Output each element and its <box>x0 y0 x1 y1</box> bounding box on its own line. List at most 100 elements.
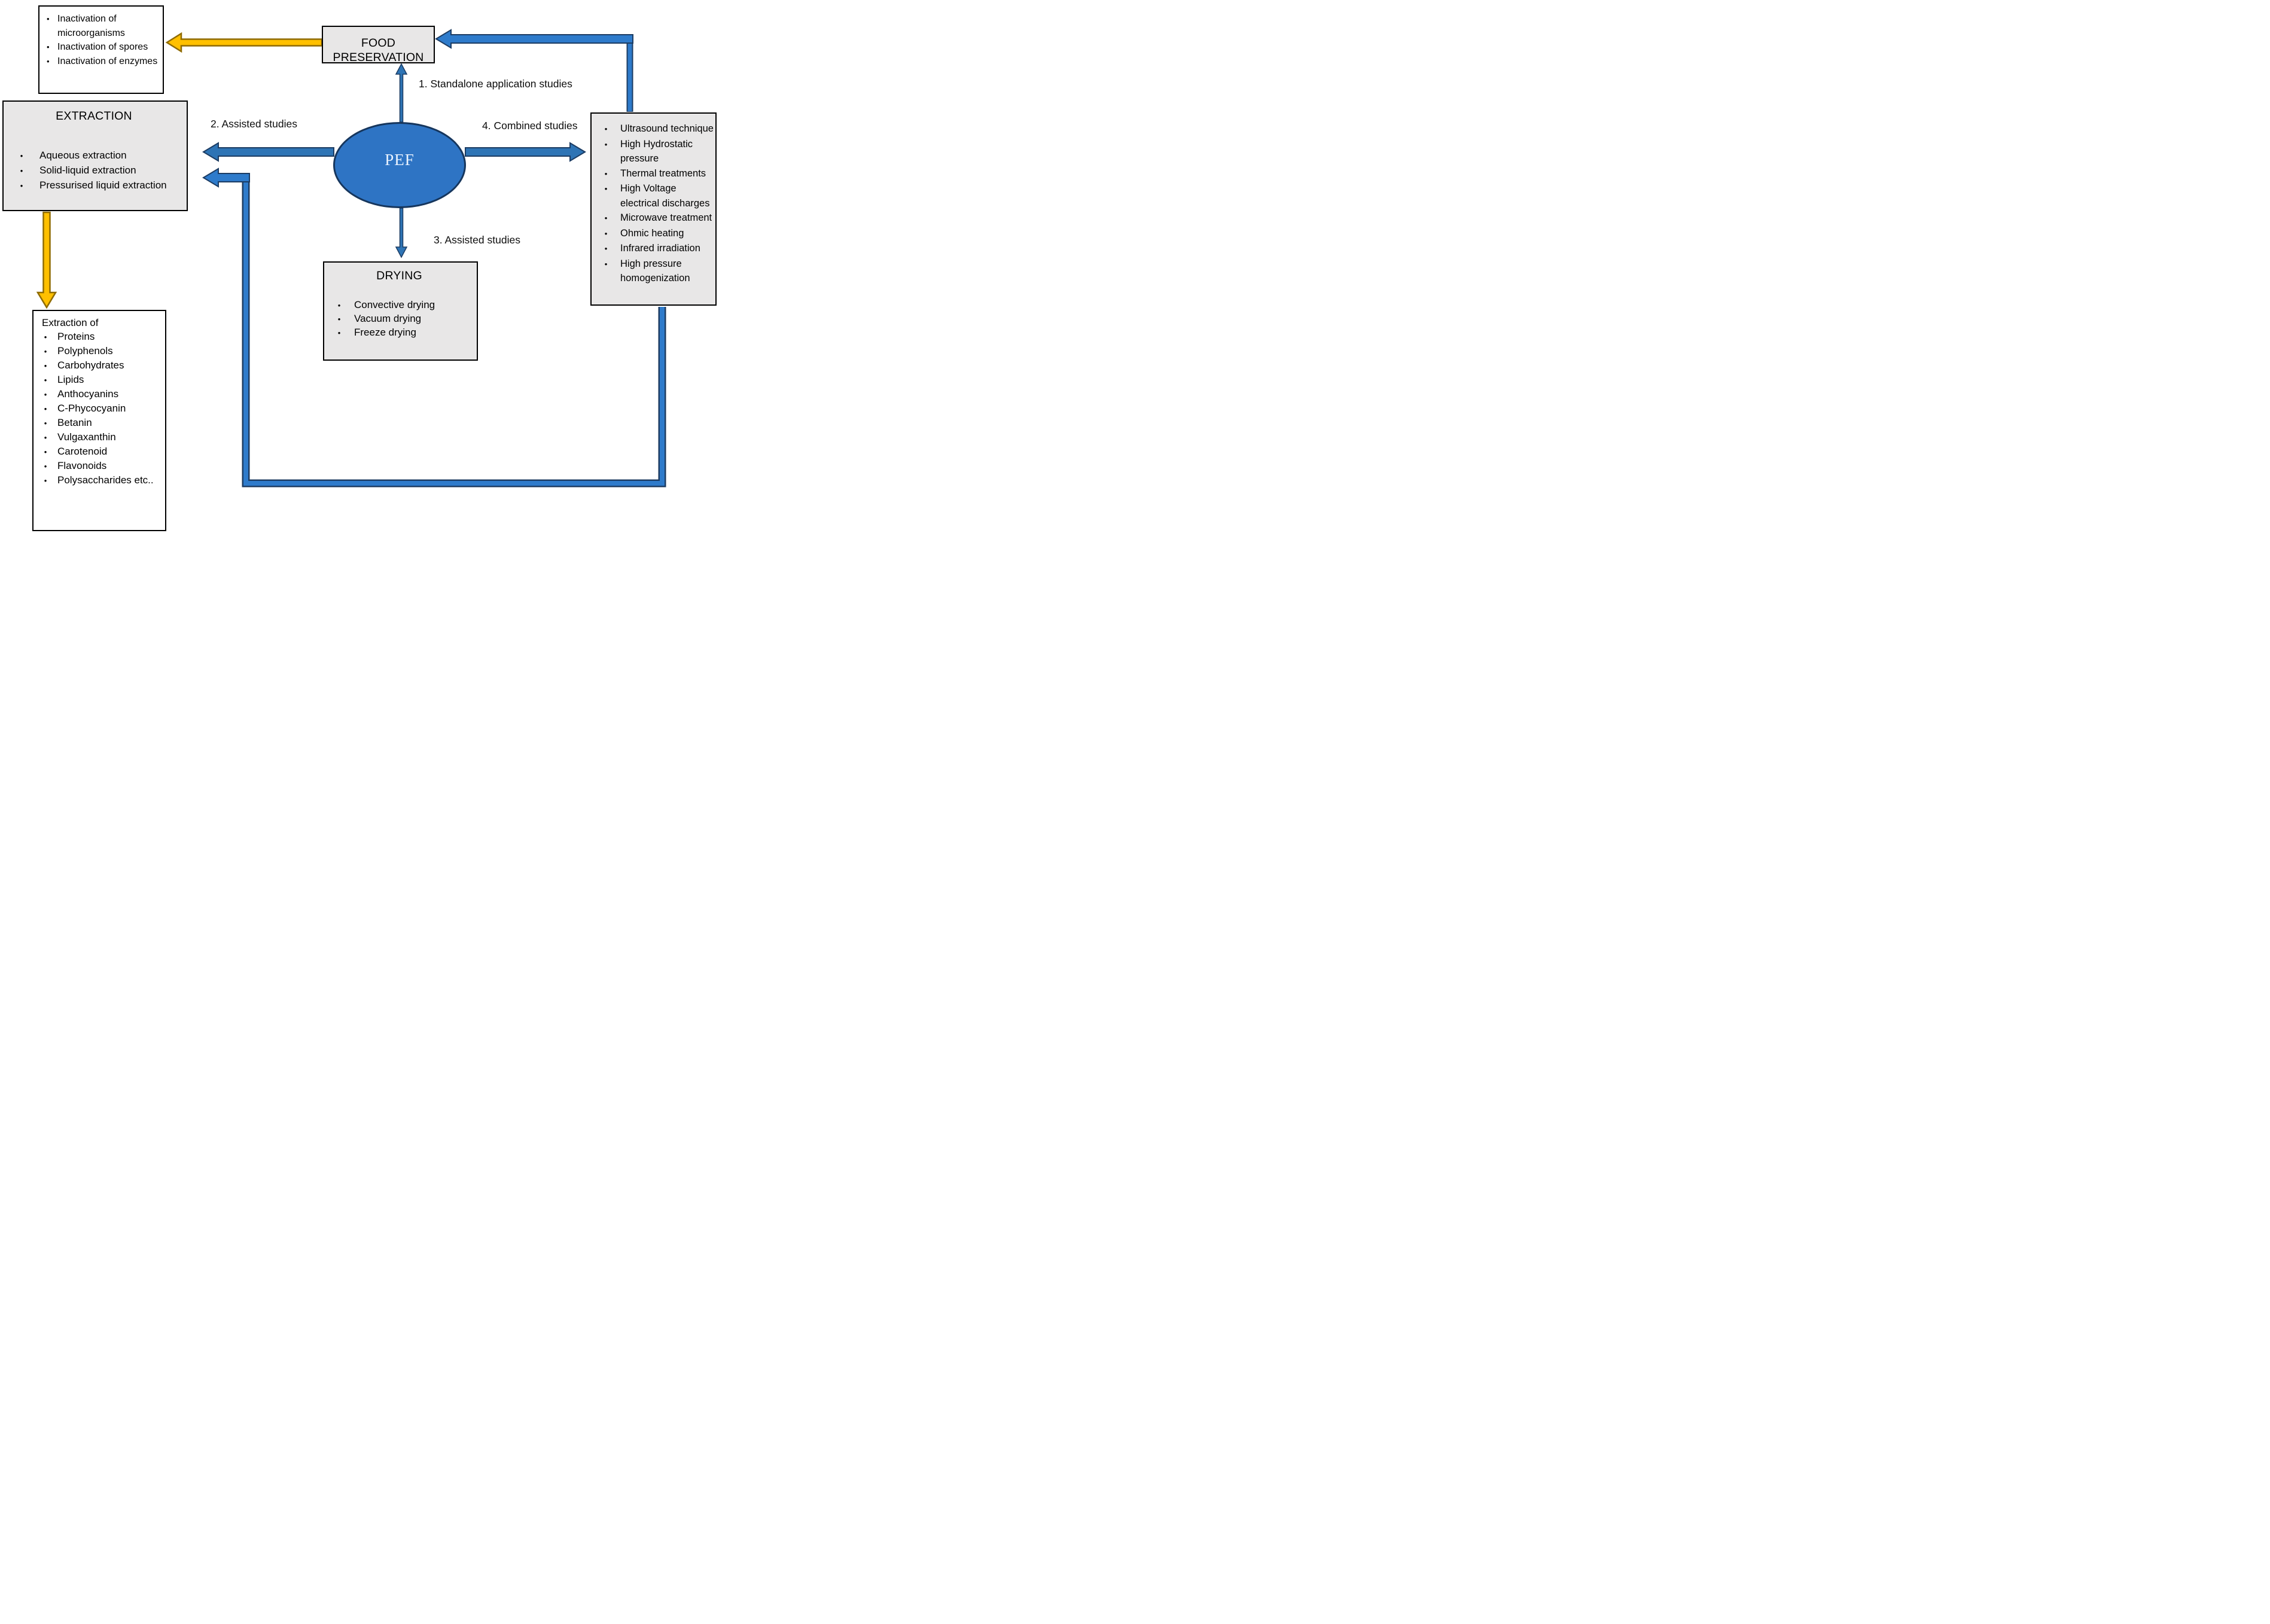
list-item: • Pressurised liquid extraction <box>4 178 184 193</box>
connector-arrows-layer <box>36 29 666 487</box>
list-item-text: C-Phycocyanin <box>57 403 126 414</box>
list-item-text: High Voltage electrical discharges <box>620 183 710 209</box>
bullet-icon: • <box>337 328 341 337</box>
list-item: • Vacuum drying <box>324 312 474 326</box>
list-item-text: Proteins <box>57 331 95 342</box>
list-item-text: Polyphenols <box>57 345 113 357</box>
list-item: •Ultrasound technique <box>592 121 714 137</box>
bullet-icon: • <box>44 419 47 428</box>
connector-combined-to-extraction-line-fill <box>243 178 665 486</box>
list-item-text: Ohmic heating <box>620 227 684 239</box>
label-standalone-application-studies: 1. Standalone application studies <box>419 78 572 90</box>
extraction-products-list: • Proteins • Polyphenols • Carbohydrates • Lipi… <box>33 330 163 487</box>
list-item-text: Inactivation of microorganisms <box>57 14 125 38</box>
bullet-icon: • <box>20 151 23 160</box>
list-item: •Inactivation of spores <box>47 40 159 54</box>
list-item-text: Betanin <box>57 417 92 428</box>
list-item-text: Aqueous extraction <box>39 150 127 161</box>
list-item-text: Flavonoids <box>57 460 107 471</box>
list-item-text: Ultrasound technique <box>620 123 714 134</box>
arrow-into-food-preservation <box>435 29 633 49</box>
bullet-icon: • <box>47 56 50 66</box>
food-preservation-box: FOOD PRESERVATION <box>322 26 435 64</box>
extraction-list: • Aqueous extraction • Solid-liquid extract… <box>4 148 184 193</box>
list-item-text: High Hydrostatic pressure <box>620 138 693 164</box>
bullet-icon: • <box>47 42 50 51</box>
list-item: • Inactivation of microorganisms <box>47 12 159 40</box>
extraction-title: EXTRACTION <box>56 109 132 123</box>
list-item: •Ohmic heating <box>592 226 714 242</box>
extraction-products-heading: Extraction of <box>42 317 99 328</box>
list-item-text: Thermal treatments <box>620 167 706 179</box>
list-item-text: Carbohydrates <box>57 359 124 371</box>
list-item-text: Microwave treatment <box>620 212 712 223</box>
bullet-icon: • <box>337 301 341 310</box>
list-item-text: Infrared irradiation <box>620 243 700 254</box>
arrow-pef-to-drying <box>395 208 408 258</box>
list-item: • Inactivation of enzymes <box>47 54 159 69</box>
list-item-text: Carotenoid <box>57 446 108 457</box>
inactivation-list: •Inactivation of microorganisms•Inactiva… <box>47 12 159 68</box>
arrow-pef-to-extraction <box>202 142 334 162</box>
list-item: • Proteins <box>33 330 163 344</box>
bullet-icon: • <box>337 315 341 324</box>
list-item: •Vulgaxanthin <box>33 430 163 444</box>
list-item: • Freeze drying <box>324 326 474 340</box>
arrow-pef-to-food-preservation <box>395 63 408 123</box>
bullet-icon: • <box>44 447 47 456</box>
list-item: • High pressure homogenization <box>592 257 714 286</box>
combined-techniques-list: •Ultrasound technique•High Hydrostatic p… <box>592 121 714 286</box>
list-item: • Thermal treatments <box>592 166 714 182</box>
pef-applications-diagram: •Inactivation of microorganisms•Inactiva… <box>0 0 757 541</box>
list-item: • High Hydrostatic pressure <box>592 137 714 166</box>
drying-box: DRYING •Convective drying•Vacuum drying•… <box>323 261 478 361</box>
bullet-icon: • <box>604 139 608 149</box>
list-item: • Flavonoids <box>33 459 163 473</box>
bullet-icon: • <box>44 376 47 385</box>
list-item: • Aqueous extraction <box>4 148 184 163</box>
list-item: • Betanin <box>33 416 163 430</box>
pef-ellipse: PEF <box>333 122 466 208</box>
bullet-icon: • <box>20 181 23 190</box>
list-item-text: Inactivation of enzymes <box>57 56 158 66</box>
list-item-text: Vulgaxanthin <box>57 431 116 443</box>
label-assisted-studies-extraction: 2. Assisted studies <box>211 118 297 130</box>
bullet-icon: • <box>604 169 608 178</box>
drying-list: • Convective drying • Vacuum drying • Freeze … <box>324 298 474 340</box>
list-item-text: High pressure homogenization <box>620 258 690 284</box>
arrow-pef-to-combined <box>465 142 586 162</box>
food-preservation-title: FOOD PRESERVATION <box>333 36 424 64</box>
list-item-text: Anthocyanins <box>57 388 119 400</box>
list-item: • C-Phycocyanin <box>33 401 163 416</box>
bullet-icon: • <box>44 390 47 399</box>
list-item: • Infrared irradiation <box>592 241 714 257</box>
extraction-box: EXTRACTION • Aqueous extraction • Solid-liq… <box>2 100 188 211</box>
bullet-icon: • <box>604 244 608 253</box>
bullet-icon: • <box>604 259 608 269</box>
list-item-text: Freeze drying <box>354 327 416 338</box>
bullet-icon: • <box>604 184 608 193</box>
list-item: • High Voltage electrical discharges <box>592 181 714 211</box>
list-item: •Polysaccharides etc.. <box>33 473 163 487</box>
drying-title: DRYING <box>376 269 422 282</box>
bullet-icon: • <box>44 347 47 356</box>
label-assisted-studies-drying: 3. Assisted studies <box>434 234 520 246</box>
list-item-text: Solid-liquid extraction <box>39 164 136 176</box>
list-item-text: Vacuum drying <box>354 313 422 324</box>
bullet-icon: • <box>604 214 608 223</box>
extraction-products-box: Extraction of • Proteins • Polyphenols • Carb… <box>32 310 166 531</box>
bullet-icon: • <box>44 404 47 413</box>
list-item: • Microwave treatment <box>592 211 714 226</box>
bullet-icon: • <box>44 476 47 485</box>
list-item: • Anthocyanins <box>33 387 163 401</box>
arrow-loop-into-extraction <box>202 167 250 188</box>
pef-label: PEF <box>385 150 415 169</box>
bullet-icon: • <box>44 462 47 471</box>
list-item: • Carotenoid <box>33 444 163 459</box>
bullet-icon: • <box>47 14 50 23</box>
list-item-text: Pressurised liquid extraction <box>39 179 167 191</box>
arrow-foodpres-to-inactivation <box>165 32 323 53</box>
list-item-text: Convective drying <box>354 299 435 310</box>
list-item-text: Lipids <box>57 374 84 385</box>
bullet-icon: • <box>44 333 47 342</box>
